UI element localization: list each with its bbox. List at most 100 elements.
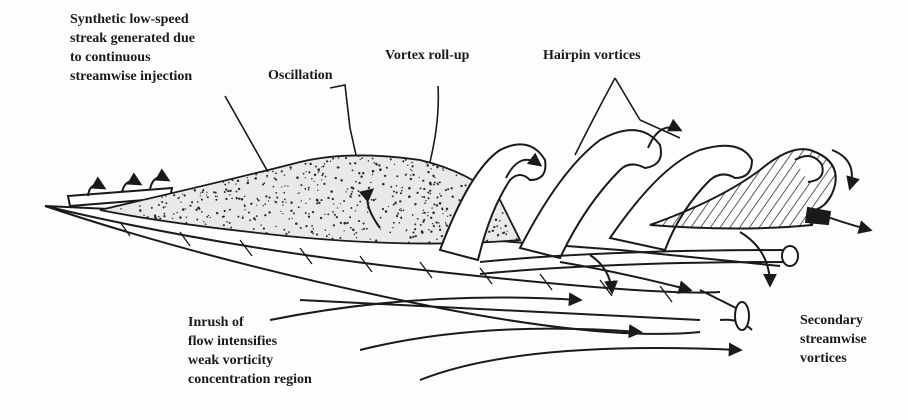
stipple-dot [428,241,430,243]
stipple-dot [375,198,376,199]
stipple-dot [203,221,204,222]
stipple-dot [289,166,291,168]
stipple-dot [305,163,307,165]
stipple-dot [345,191,346,192]
stipple-dot [215,199,217,201]
stipple-dot [396,175,398,177]
stipple-dot [285,202,286,203]
stipple-dot [445,189,447,191]
stipple-dot [422,221,424,223]
stipple-dot [393,222,395,224]
stipple-dot [273,186,275,188]
stipple-dot [262,171,264,173]
stipple-dot [372,158,374,160]
stipple-dot [496,225,498,227]
stipple-dot [242,217,244,219]
stipple-dot [308,213,310,215]
stipple-dot [321,174,323,176]
stipple-dot [189,205,191,207]
stipple-dot [206,216,208,218]
stipple-dot [202,191,204,193]
stipple-dot [358,220,360,222]
stipple-dot [397,213,399,215]
stipple-dot [408,187,411,190]
stipple-dot [335,177,337,179]
stipple-dot [439,225,441,227]
stipple-dot [200,192,201,193]
stipple-dot [345,157,347,159]
stipple-dot [430,231,432,233]
stipple-dot [400,208,401,209]
stipple-dot [281,170,283,172]
stipple-dot [428,229,430,231]
stipple-dot [395,191,397,193]
stipple-dot [351,186,353,188]
stipple-dot [427,164,430,167]
stipple-dot [223,181,225,183]
stipple-dot [323,165,325,167]
stipple-dot [410,169,411,170]
stipple-dot [282,201,284,203]
stipple-dot [403,209,405,211]
label-oscillation: Oscillation [268,66,333,85]
stipple-dot [436,197,437,198]
stipple-dot [360,175,362,177]
stipple-dot [431,168,432,169]
stipple-dot [363,222,365,224]
stipple-dot [497,235,499,237]
stipple-dot [304,188,306,190]
stipple-dot [191,201,193,203]
stipple-dot [263,205,264,206]
stipple-dot [363,228,365,230]
stipple-dot [338,167,339,168]
stipple-dot [314,174,316,176]
stipple-dot [182,194,183,195]
stipple-dot [380,229,381,230]
stipple-dot [207,196,209,198]
stipple-dot [347,188,349,190]
stipple-dot [356,237,357,238]
stipple-dot [412,165,414,167]
stipple-dot [439,229,441,231]
stipple-dot [229,209,231,211]
stipple-dot [231,179,233,181]
stipple-dot [351,191,353,193]
stipple-dot [206,192,207,193]
stipple-dot [313,228,314,229]
stipple-dot [355,232,357,234]
stipple-dot [382,208,384,210]
stipple-dot [229,194,231,196]
stipple-dot [182,208,185,211]
stipple-dot [223,224,225,226]
stipple-dot [242,216,243,217]
stipple-dot [332,158,334,160]
stipple-dot [370,182,371,183]
stipple-dot [244,206,246,208]
stipple-dot [338,157,339,158]
stipple-dot [361,157,363,159]
stipple-dot [316,199,319,202]
stipple-dot [367,211,368,212]
stipple-dot [350,193,352,195]
stipple-dot [290,201,292,203]
stipple-dot [499,220,501,222]
stipple-dot [322,173,324,175]
stipple-dot [400,157,401,158]
stipple-dot [298,206,300,208]
stipple-dot [253,228,255,230]
stipple-dot [308,187,310,189]
stipple-dot [324,163,326,165]
stipple-dot [417,218,419,220]
stipple-dot [327,213,329,215]
stipple-dot [436,221,438,223]
stipple-dot [405,159,407,161]
stipple-dot [254,219,256,221]
stipple-dot [423,196,425,198]
stipple-dot [195,208,197,210]
stipple-dot [423,210,424,211]
stipple-dot [317,184,319,186]
stipple-dot [139,209,142,212]
stipple-dot [396,215,398,217]
stipple-dot [287,185,288,186]
stipple-dot [350,207,352,209]
